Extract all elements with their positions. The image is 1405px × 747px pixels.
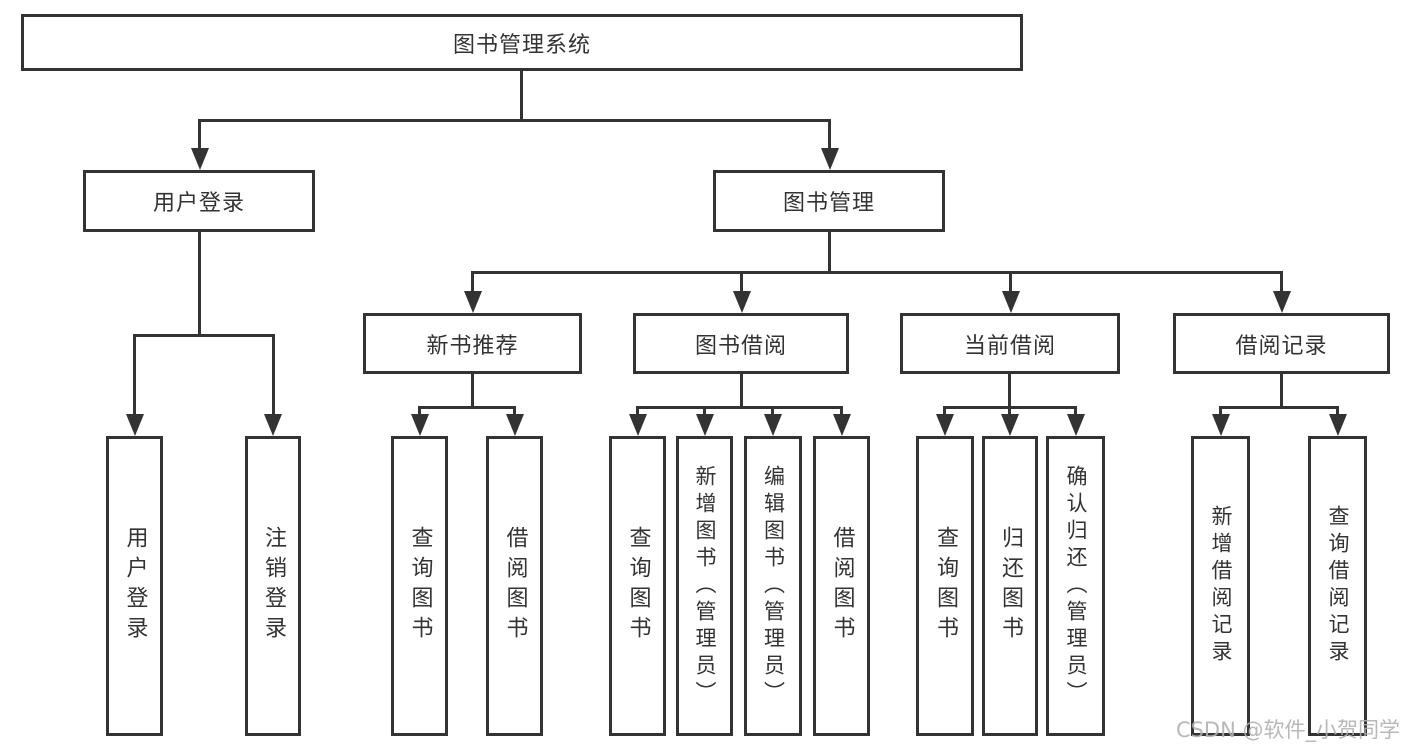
connector-stem-borrow-records <box>1280 271 1283 293</box>
leaf-cb-confirm-return-admin-label: 确认归还（管理员） <box>1064 464 1088 708</box>
connector-root-split <box>198 119 831 122</box>
connector-stem-ul-logout <box>272 334 275 416</box>
arrowhead-nbr-borrow <box>506 414 524 436</box>
connector-stem-bb-borrow <box>840 406 843 416</box>
connector-stem-ul-login <box>133 334 136 416</box>
leaf-cb-query-books: 查询图书 <box>916 436 974 736</box>
leaf-logout-login: 注销登录 <box>245 436 301 736</box>
connector-stem-cb-return <box>1008 406 1011 416</box>
leaf-user-login-label: 用户登录 <box>122 526 148 646</box>
arrowhead-ul-login <box>126 414 144 436</box>
arrowhead-bb-edit <box>764 414 782 436</box>
connector-stem-nbr-query <box>418 406 421 416</box>
arrowhead-cb-confirm <box>1067 414 1085 436</box>
leaf-bb-borrow-books-label: 借阅图书 <box>829 526 855 646</box>
connector-borrow-records-trunk <box>1280 374 1283 408</box>
leaf-br-add-record-label: 新增借阅记录 <box>1209 505 1233 667</box>
arrowhead-bb-add <box>696 414 714 436</box>
node-root-label: 图书管理系统 <box>452 32 591 58</box>
node-new-book-rec-label: 新书推荐 <box>426 333 519 359</box>
leaf-bb-query-books-label: 查询图书 <box>625 526 651 646</box>
node-book-borrow: 图书借阅 <box>633 313 849 374</box>
node-book-borrow-label: 图书借阅 <box>694 333 787 359</box>
node-borrow-records: 借阅记录 <box>1173 313 1390 374</box>
leaf-br-query-record: 查询借阅记录 <box>1308 436 1367 736</box>
leaf-cb-query-books-label: 查询图书 <box>933 526 958 646</box>
connector-stem-book-mgmt <box>828 119 831 151</box>
node-borrow-records-label: 借阅记录 <box>1235 333 1328 359</box>
arrowhead-cb-return <box>1001 414 1019 436</box>
connector-stem-new-book-rec <box>471 271 474 293</box>
node-book-mgmt-label: 图书管理 <box>782 191 875 216</box>
connector-stem-br-add <box>1219 406 1222 416</box>
connector-borrow-records-split <box>1219 406 1339 409</box>
arrowhead-borrow-records <box>1273 291 1291 313</box>
connector-current-borrow-trunk <box>1008 374 1011 408</box>
leaf-bb-borrow-books: 借阅图书 <box>813 436 870 736</box>
node-user-login-label: 用户登录 <box>152 191 245 216</box>
arrowhead-cb-query <box>936 414 954 436</box>
leaf-cb-confirm-return-admin: 确认归还（管理员） <box>1046 436 1105 736</box>
connector-book-borrow-trunk <box>740 374 743 408</box>
leaf-br-add-record: 新增借阅记录 <box>1191 436 1250 736</box>
leaf-cb-return-books: 归还图书 <box>982 436 1038 736</box>
connector-stem-cb-query <box>943 406 946 416</box>
node-new-book-rec: 新书推荐 <box>363 313 582 374</box>
connector-stem-bb-edit <box>771 406 774 416</box>
leaf-logout-login-label: 注销登录 <box>261 526 286 646</box>
leaf-nbr-query-books-label: 查询图书 <box>407 526 433 646</box>
leaf-bb-add-books-admin: 新增图书（管理员） <box>676 436 733 736</box>
node-book-mgmt: 图书管理 <box>713 170 945 232</box>
leaf-nbr-borrow-books-label: 借阅图书 <box>502 526 528 646</box>
connector-root-trunk <box>520 71 523 122</box>
node-current-borrow-label: 当前借阅 <box>963 333 1056 359</box>
leaf-bb-add-books-admin-label: 新增图书（管理员） <box>693 464 717 708</box>
connector-stem-bb-query <box>636 406 639 416</box>
connector-new-book-rec-split <box>418 406 516 409</box>
connector-stem-user-login <box>198 119 201 151</box>
connector-user-login-split <box>133 334 275 337</box>
arrowhead-new-book-rec <box>464 291 482 313</box>
csdn-watermark: CSDN @软件_小贺同学 <box>1175 718 1400 742</box>
leaf-nbr-borrow-books: 借阅图书 <box>486 436 543 736</box>
connector-new-book-rec-trunk <box>471 374 474 408</box>
leaf-nbr-query-books: 查询图书 <box>391 436 448 736</box>
leaf-bb-query-books: 查询图书 <box>609 436 666 736</box>
arrowhead-user-login <box>191 148 209 170</box>
connector-book-borrow-split <box>636 406 843 409</box>
arrowhead-br-query <box>1329 414 1347 436</box>
arrowhead-book-mgmt <box>821 148 839 170</box>
arrowhead-ul-logout <box>264 414 282 436</box>
connector-stem-cb-confirm <box>1074 406 1077 416</box>
leaf-br-query-record-label: 查询借阅记录 <box>1326 505 1350 667</box>
arrowhead-bb-query <box>629 414 647 436</box>
connector-stem-bb-add <box>703 406 706 416</box>
arrowhead-bb-borrow <box>833 414 851 436</box>
arrowhead-current-borrow <box>1002 291 1020 313</box>
arrowhead-br-add <box>1212 414 1230 436</box>
leaf-bb-edit-books-admin: 编辑图书（管理员） <box>744 436 802 736</box>
leaf-bb-edit-books-admin-label: 编辑图书（管理员） <box>761 464 786 708</box>
connector-stem-nbr-borrow <box>513 406 516 416</box>
arrowhead-book-borrow <box>733 291 751 313</box>
connector-stem-br-query <box>1336 406 1339 416</box>
node-current-borrow: 当前借阅 <box>900 313 1120 374</box>
connector-user-login-trunk <box>198 232 201 337</box>
connector-book-mgmt-trunk <box>828 232 831 273</box>
leaf-cb-return-books-label: 归还图书 <box>998 526 1023 646</box>
node-root: 图书管理系统 <box>21 14 1023 71</box>
connector-stem-book-borrow <box>740 271 743 293</box>
arrowhead-nbr-query <box>411 414 429 436</box>
connector-book-mgmt-split <box>471 271 1283 274</box>
leaf-user-login: 用户登录 <box>106 436 163 736</box>
node-user-login: 用户登录 <box>83 170 315 232</box>
connector-stem-current-borrow <box>1009 271 1012 293</box>
